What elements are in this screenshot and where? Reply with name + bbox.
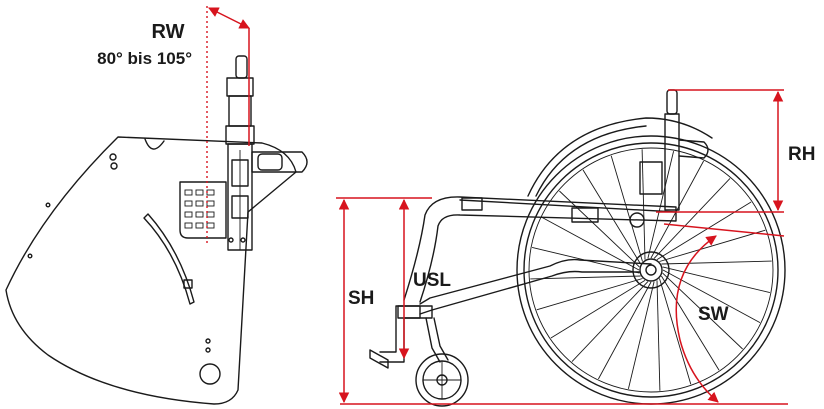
wheel-spoke xyxy=(647,150,675,259)
wheel-spoke xyxy=(541,217,640,271)
wheel-spoke xyxy=(662,272,743,350)
plate-hole xyxy=(109,153,117,161)
plate-large-hole xyxy=(199,363,221,385)
wheel-spoke xyxy=(536,278,643,311)
plate-hole xyxy=(205,347,211,353)
rw-angle-arrow xyxy=(208,7,250,29)
wheel-hub xyxy=(632,251,670,289)
side-guard xyxy=(527,117,713,197)
wheel-spoke xyxy=(530,275,641,280)
wheel-spoke xyxy=(656,280,661,391)
label-rw: RW xyxy=(152,21,185,43)
wheel-spoke xyxy=(653,178,731,259)
label-sw: SW xyxy=(698,304,729,325)
rear-wheel xyxy=(516,135,786,405)
wheel-spoke xyxy=(659,278,692,385)
wheel-spoke xyxy=(571,281,649,362)
plate-hole xyxy=(205,338,211,344)
wheelchair-drawing xyxy=(369,89,786,407)
dimension-lines xyxy=(336,89,788,405)
wheel-spoke xyxy=(559,190,640,268)
label-usl: USL xyxy=(413,270,451,291)
side-plate-drawing xyxy=(5,6,308,405)
push-handle-side xyxy=(251,151,308,173)
wheel-spoke xyxy=(659,229,766,262)
bracket-hole-grid xyxy=(184,189,215,229)
caster-wheel xyxy=(415,353,469,407)
wheel-spoke xyxy=(661,260,772,265)
wheel-spoke xyxy=(582,169,641,265)
backrest-tube xyxy=(225,55,255,251)
adjustment-slot xyxy=(143,213,195,305)
side-plate-outline xyxy=(5,136,297,405)
label-rw-range: 80° bis 105° xyxy=(97,49,192,68)
wheel-spoke xyxy=(627,281,655,390)
backrest-bracket xyxy=(179,181,227,239)
wheel-spoke xyxy=(641,149,646,260)
plate-hole xyxy=(110,162,118,170)
wheel-spoke xyxy=(598,281,652,380)
wheel-spokes xyxy=(530,149,772,391)
sw-angle-arrow xyxy=(675,235,719,403)
label-rh: RH xyxy=(788,144,815,165)
wheel-spoke xyxy=(550,280,646,339)
label-sh: SH xyxy=(348,288,374,309)
